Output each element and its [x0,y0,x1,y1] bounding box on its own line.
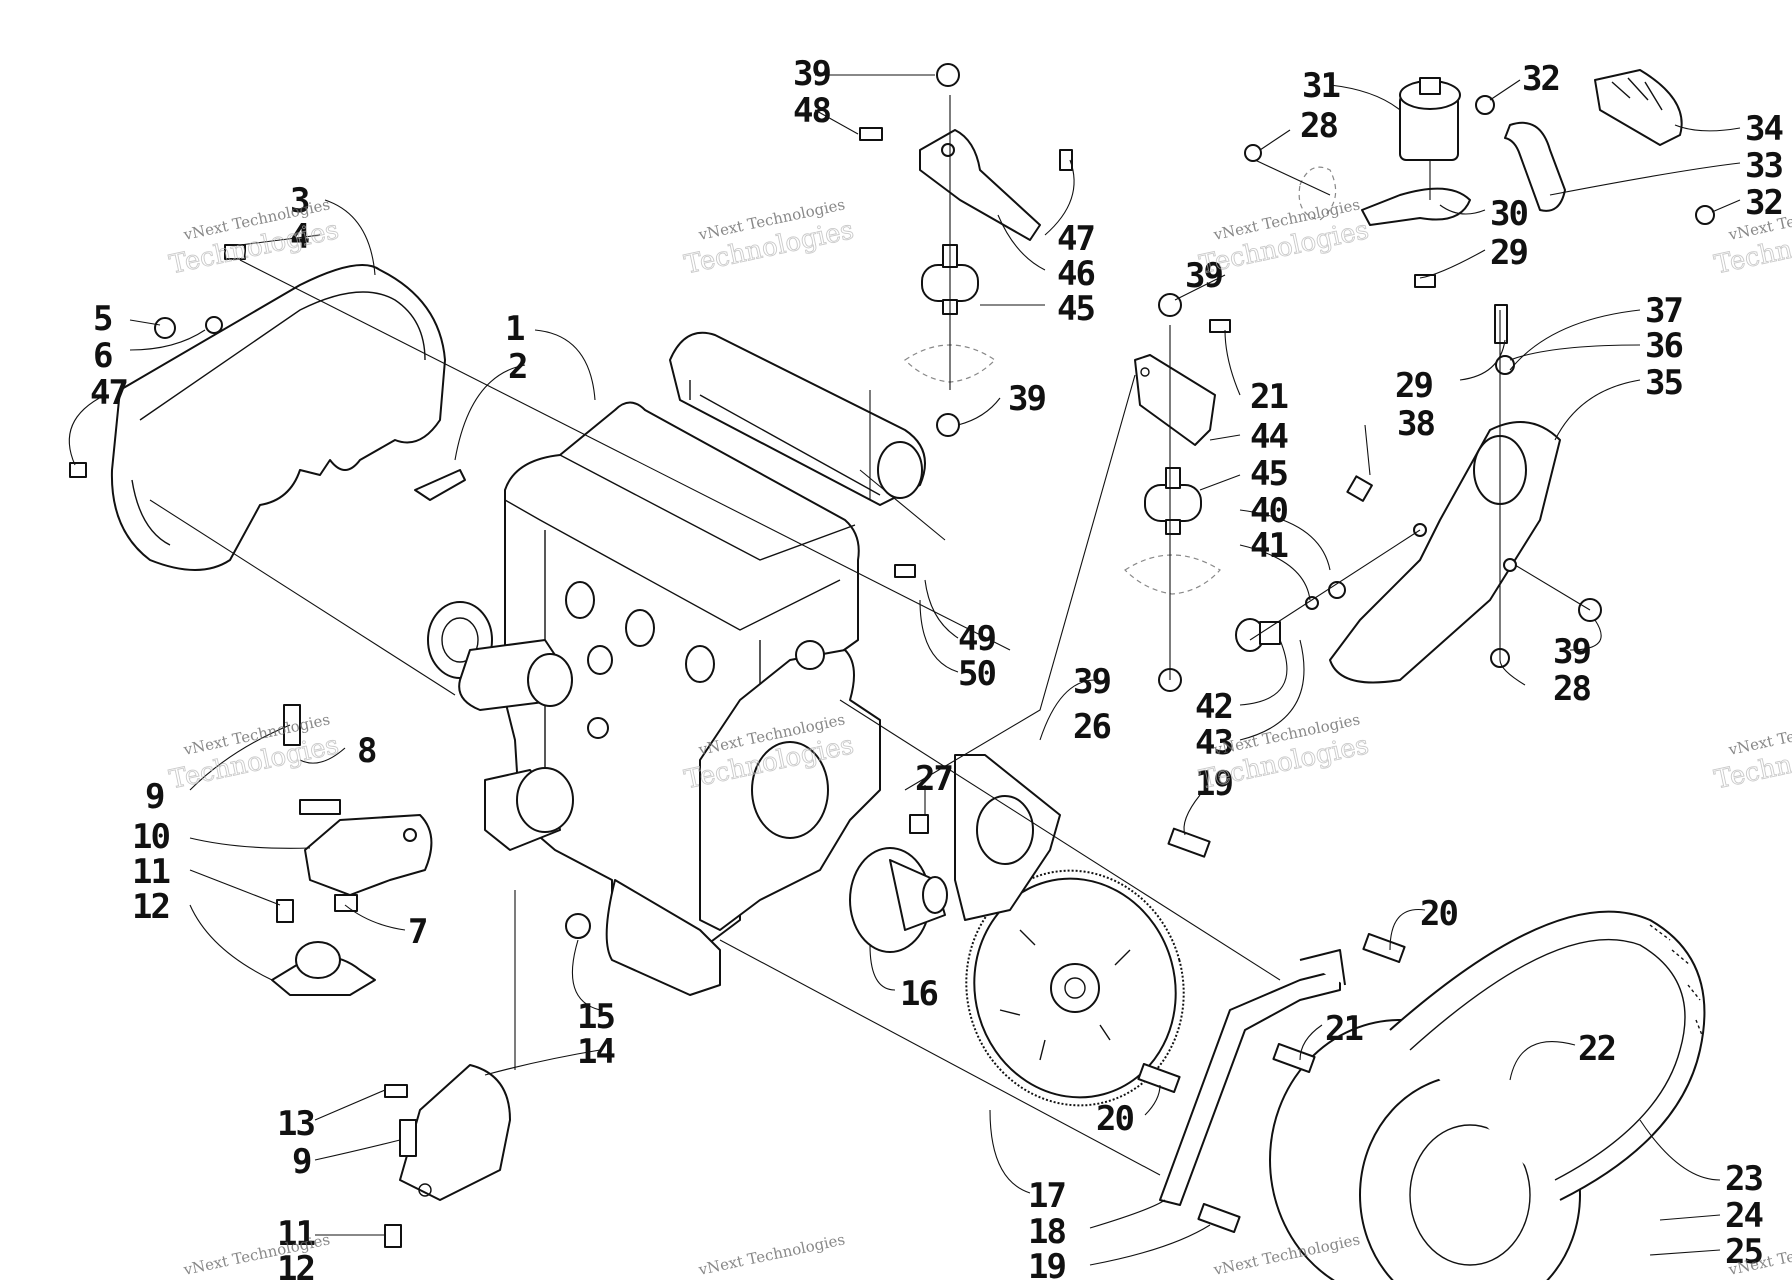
fuel-filter [1298,77,1471,226]
timing-cover [699,640,881,931]
callout-47: 47 [1057,219,1094,259]
callout-1: 1 [505,309,524,349]
callout-2: 2 [508,347,526,387]
callout-49: 49 [958,619,995,659]
callout-34: 34 [1745,109,1782,149]
callout-37: 37 [1645,291,1682,331]
support-bracket-18 [1159,949,1346,1206]
callout-28: 28 [1300,106,1337,146]
callout-28: 28 [1553,669,1590,709]
engine-block [504,401,860,996]
mount-plate [954,754,1061,921]
callout-32: 32 [1522,59,1559,99]
knob [1235,618,1281,652]
callout-16: 16 [900,974,937,1014]
callout-39: 39 [1008,379,1045,419]
cylinder-housings [427,601,574,851]
callout-32: 32 [1745,183,1782,223]
callout-5: 5 [93,299,112,339]
drive-belt [1389,910,1706,1201]
callout-3: 3 [290,181,309,221]
callout-11: 11 [132,852,169,892]
watermark-text: vNext Technologies [696,1230,846,1279]
callout-45: 45 [1250,454,1287,494]
callout-47: 47 [90,373,127,413]
callout-22: 22 [1578,1029,1615,1069]
callout-27: 27 [915,759,952,799]
callout-40: 40 [1250,491,1287,531]
callout-9: 9 [292,1142,311,1182]
callout-46: 46 [1057,254,1094,294]
parts-drawing [69,63,1715,1280]
callout-11: 11 [277,1214,314,1254]
callout-23: 23 [1725,1159,1762,1199]
callout-39: 39 [793,54,830,94]
callout-12: 12 [277,1249,314,1280]
callout-29: 29 [1395,366,1432,406]
rear-support-bracket [1329,421,1561,684]
hardware [69,63,1715,1248]
callout-21: 21 [1325,1009,1362,1049]
callout-21: 21 [1250,377,1287,417]
front-motor-mount-bracket [919,129,1041,241]
callout-20: 20 [1096,1099,1133,1139]
drive-hub [849,847,948,953]
fuel-hose [1504,69,1683,212]
callout-6: 6 [93,336,112,376]
callout-39: 39 [1553,632,1590,672]
callout-44: 44 [1250,417,1287,457]
callout-17: 17 [1028,1176,1065,1216]
callout-18: 18 [1028,1212,1065,1252]
air-intake-box [669,331,926,506]
callout-25: 25 [1725,1232,1762,1272]
callout-10: 10 [132,817,169,857]
callout-4: 4 [290,217,309,257]
callout-24: 24 [1725,1196,1762,1236]
callout-26: 26 [1073,707,1110,747]
callout-35: 35 [1645,363,1682,403]
left-engine-mount [271,814,433,996]
callout-31: 31 [1302,66,1339,106]
callout-39: 39 [1185,256,1222,296]
callout-7: 7 [408,912,426,952]
callout-19: 19 [1195,764,1232,804]
flywheel-ring-gear [965,869,1185,1107]
callout-43: 43 [1195,723,1232,763]
callout-labels: 1 2 3 4 5 6 47 39 48 47 46 45 39 49 50 3… [90,54,1784,1280]
callout-41: 41 [1250,526,1287,566]
callout-12: 12 [132,887,169,927]
callout-8: 8 [357,731,376,771]
callout-48: 48 [793,91,830,131]
callout-36: 36 [1645,326,1682,366]
callout-42: 42 [1195,687,1232,727]
callout-30: 30 [1490,194,1527,234]
rubber-mount-mid [1124,467,1221,595]
bracket-44 [1134,354,1216,446]
callout-14: 14 [577,1032,614,1072]
callout-9: 9 [145,777,164,817]
leader-lines [68,74,1741,1266]
callout-15: 15 [577,997,614,1037]
callout-33: 33 [1745,146,1782,186]
callout-45: 45 [1057,289,1094,329]
callout-13: 13 [277,1104,314,1144]
callout-38: 38 [1397,404,1434,444]
lower-engine-mount [399,1064,511,1201]
callout-50: 50 [958,654,995,694]
callout-29: 29 [1490,233,1527,273]
belt-guard-cover [110,264,446,571]
callout-20: 20 [1420,894,1457,934]
callout-39: 39 [1073,662,1110,702]
callout-19: 19 [1028,1247,1065,1280]
